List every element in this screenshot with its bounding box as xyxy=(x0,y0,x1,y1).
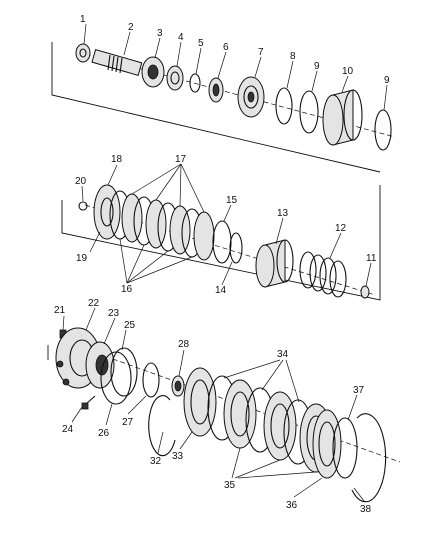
section-middle-assembly: 17 18 20 19 16 15 14 13 12 11 xyxy=(61,154,381,301)
section-top-frame xyxy=(51,42,381,173)
part-5-ring xyxy=(189,73,201,93)
callout-34: 34 xyxy=(277,349,289,360)
callout-26: 26 xyxy=(98,428,110,439)
callout-1: 1 xyxy=(80,14,86,25)
part-18-piston xyxy=(93,184,121,240)
callout-3: 3 xyxy=(157,28,163,39)
callout-16: 16 xyxy=(121,284,133,295)
part-3-drum xyxy=(141,56,165,88)
part-9-snap-ring-left xyxy=(299,90,319,134)
callout-13: 13 xyxy=(277,208,289,219)
part-15-snap-ring xyxy=(212,220,232,264)
part-9-snap-ring-right xyxy=(374,109,392,151)
callout-2: 2 xyxy=(128,22,134,33)
callout-37: 37 xyxy=(353,385,365,396)
callout-36: 36 xyxy=(286,500,298,511)
callout-32: 32 xyxy=(150,456,162,467)
part-12-return-spring xyxy=(299,251,347,298)
clutch-pack-plates xyxy=(109,190,215,261)
part-23-pump-gear xyxy=(85,341,115,389)
part-20-small-ring xyxy=(78,201,88,211)
clutch-plates-34-35 xyxy=(207,375,333,473)
callout-17: 17 xyxy=(175,154,187,165)
callout-24: 24 xyxy=(62,424,74,435)
callout-38: 38 xyxy=(360,504,372,515)
section-top-assembly: 1 2 3 4 5 6 7 8 9 10 9 xyxy=(51,14,396,173)
callout-19: 19 xyxy=(76,253,88,264)
part-7-planetary-gearset xyxy=(237,76,265,118)
callout-7: 7 xyxy=(258,47,264,58)
callout-9-right: 9 xyxy=(384,75,390,86)
part-37-snap-ring xyxy=(332,417,358,479)
part-10-drum xyxy=(322,89,363,146)
callout-4: 4 xyxy=(178,32,184,43)
part-2-shaft xyxy=(91,48,143,76)
part-6-bearing xyxy=(208,77,224,103)
callout-35: 35 xyxy=(224,480,236,491)
callout-18: 18 xyxy=(111,154,123,165)
part-33-pressure-plate xyxy=(183,367,217,437)
callout-15: 15 xyxy=(226,195,238,206)
callout-9-left: 9 xyxy=(314,61,320,72)
callout-6: 6 xyxy=(223,42,229,53)
part-11-clip xyxy=(360,285,370,299)
part-25-seal-ring xyxy=(110,347,138,397)
part-13-hub xyxy=(255,239,294,288)
callout-11: 11 xyxy=(366,253,377,264)
part-28-bearing xyxy=(171,375,185,397)
part-36-reaction-plate xyxy=(312,409,342,479)
callout-28: 28 xyxy=(178,339,190,350)
callout-23: 23 xyxy=(108,308,120,319)
part-14-ring xyxy=(229,232,243,264)
callout-8: 8 xyxy=(290,51,296,62)
part-8-snap-ring xyxy=(275,87,293,125)
callout-25: 25 xyxy=(124,320,136,331)
callout-20: 20 xyxy=(75,176,87,187)
callout-27: 27 xyxy=(122,417,134,428)
part-1-washer xyxy=(75,43,91,63)
part-27-ring xyxy=(142,362,160,398)
part-32-snap-ring xyxy=(148,395,176,457)
callout-22: 22 xyxy=(88,298,100,309)
callout-12: 12 xyxy=(335,223,347,234)
part-4-gear xyxy=(166,65,184,91)
part-26-seal-ring xyxy=(100,351,132,405)
callout-5: 5 xyxy=(198,38,204,49)
callout-14: 14 xyxy=(215,285,227,296)
callout-10: 10 xyxy=(342,66,354,77)
callout-21: 21 xyxy=(54,305,66,316)
part-24-bolt xyxy=(81,395,96,410)
callout-33: 33 xyxy=(172,451,184,462)
section-middle-frame xyxy=(61,185,381,301)
section-bottom-assembly: 21 22 23 25 24 26 27 28 32 33 34 35 36 3… xyxy=(47,298,401,515)
part-38-large-snap-ring xyxy=(351,413,387,503)
